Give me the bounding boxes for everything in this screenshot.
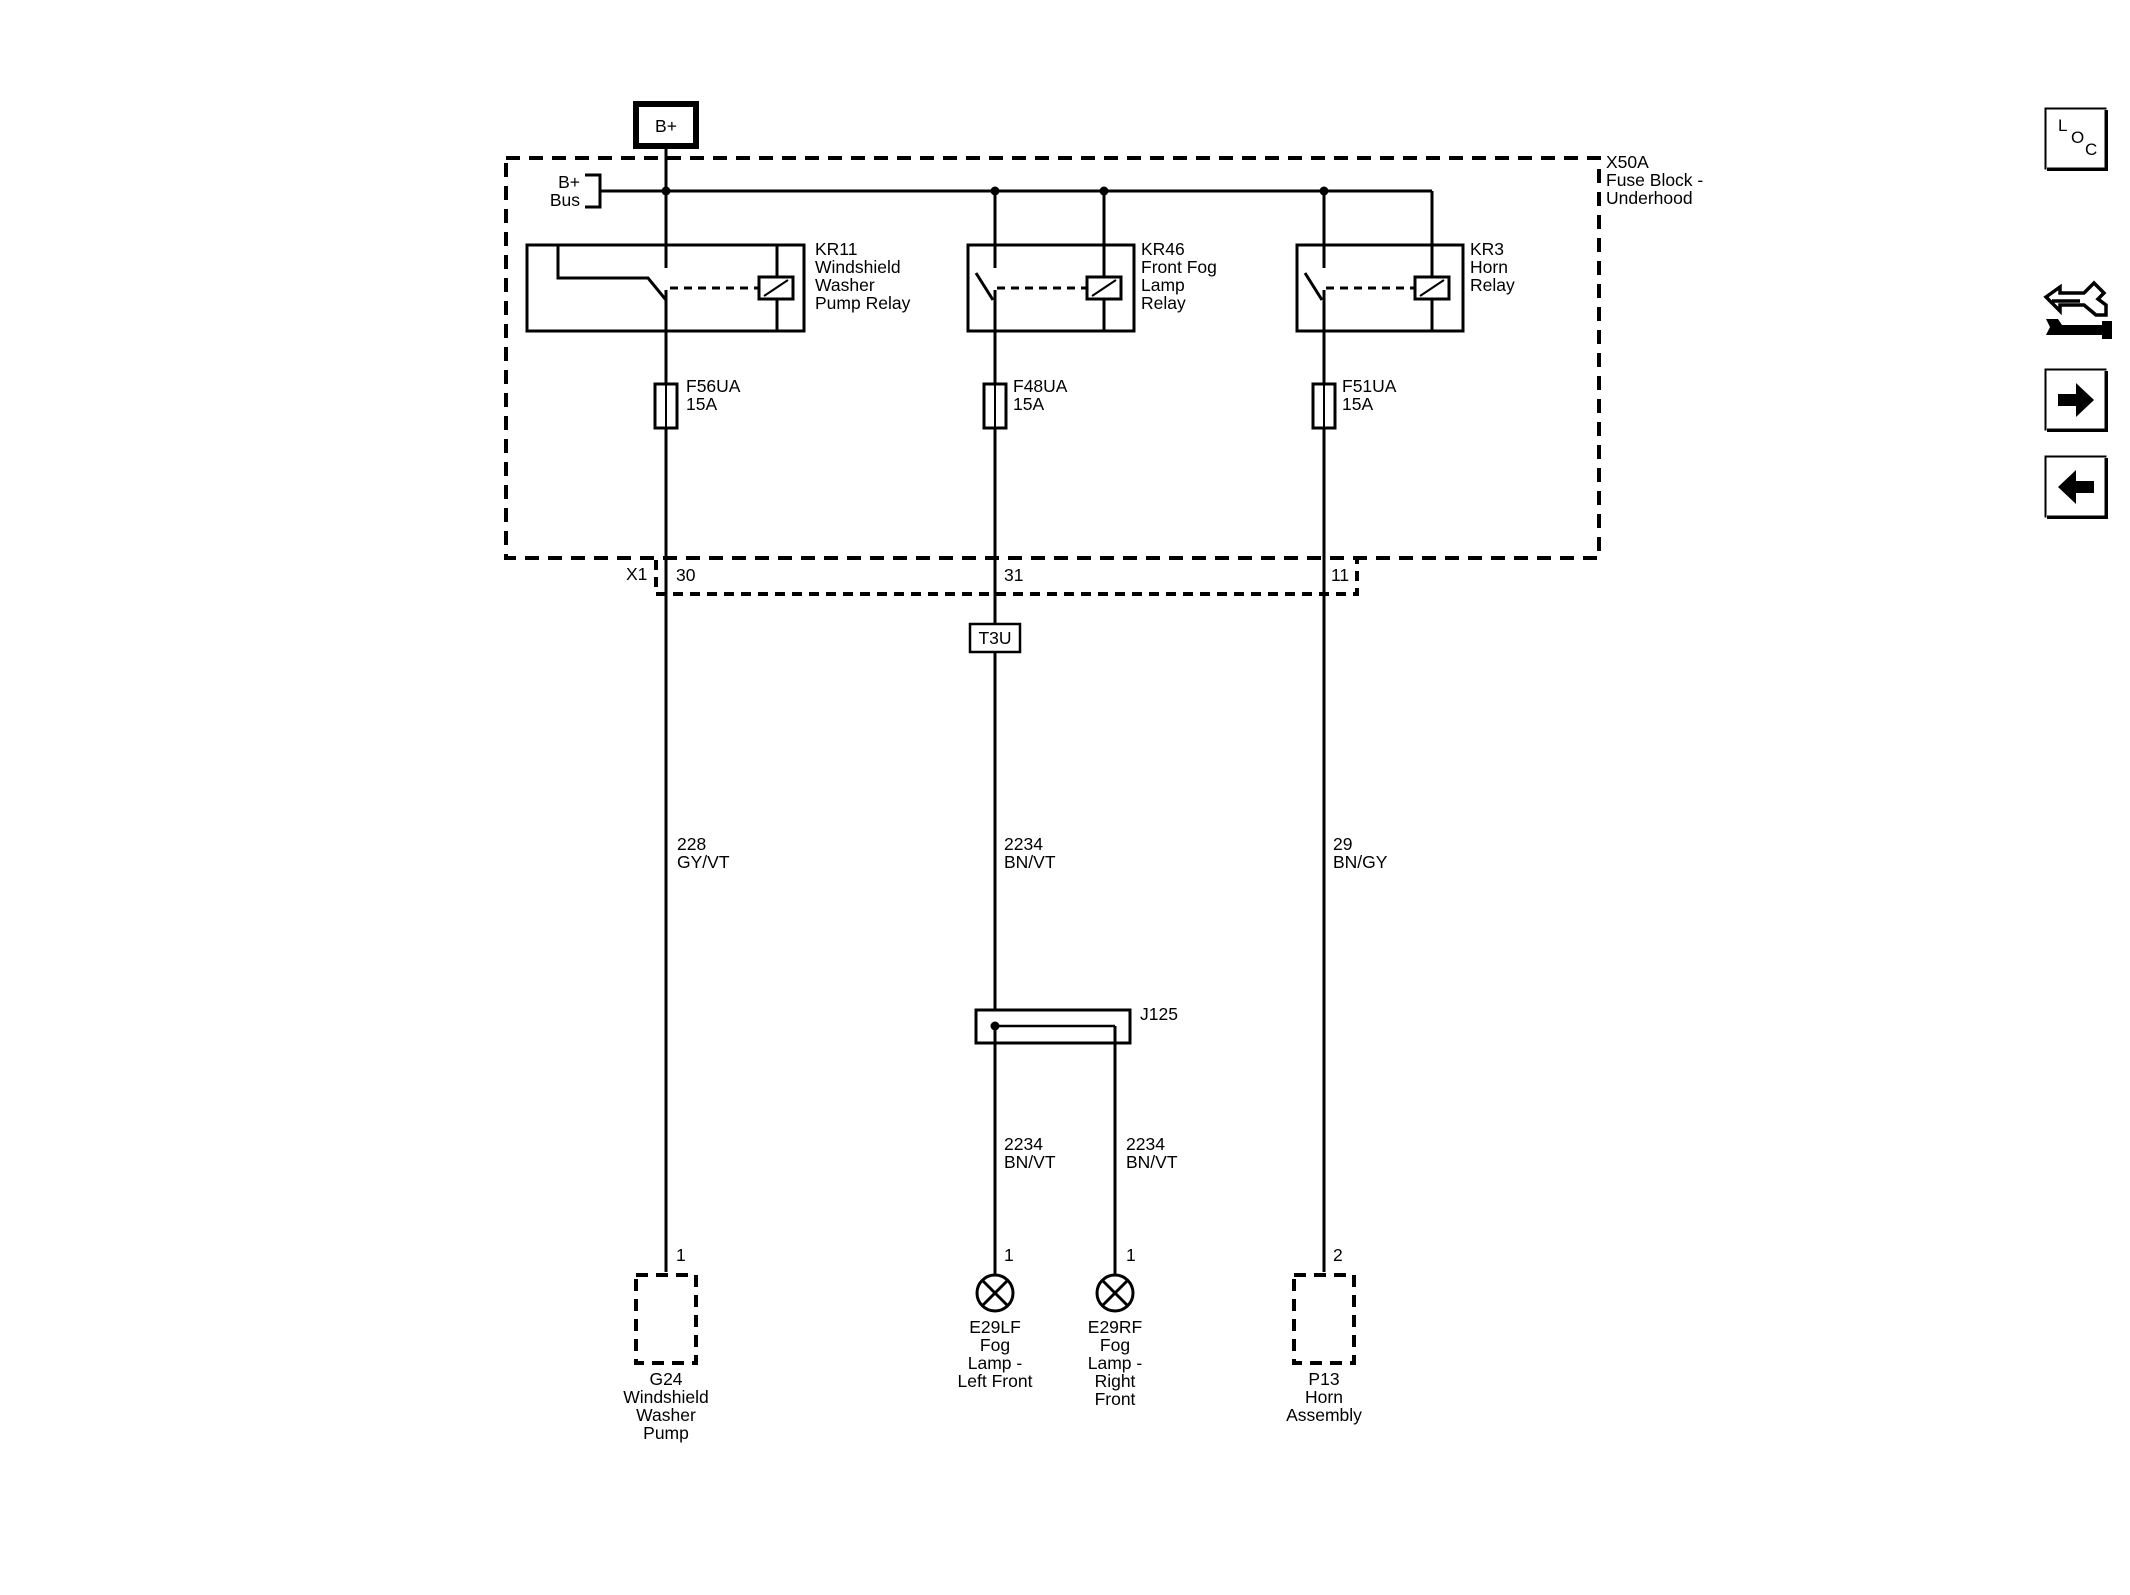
wire-2234-left-color: BN/VT	[1004, 1152, 1056, 1172]
kr11-switch-arm	[556, 245, 668, 301]
kr3-coil-slash	[1419, 279, 1445, 297]
fuse-block-name-1: Fuse Block -	[1606, 170, 1703, 190]
next-page-button[interactable]	[2044, 368, 2108, 432]
loc-letter-c: C	[2085, 140, 2098, 159]
e29lf-pin: 1	[1004, 1245, 1014, 1265]
fuse-f56ua-rating: 15A	[686, 394, 717, 414]
fuse-block-name-2: Underhood	[1606, 188, 1693, 208]
fuse-block-id: X50A	[1606, 152, 1649, 172]
arrow-right-icon	[2044, 368, 2108, 432]
junction-dot	[1099, 186, 1109, 196]
bus-bracket	[585, 173, 602, 209]
p13-label-3: Assembly	[1286, 1405, 1362, 1425]
e29lf-label-2: Fog	[980, 1335, 1010, 1355]
e29lf-label-4: Left Front	[958, 1371, 1033, 1391]
kr46-switch-blade	[974, 272, 995, 301]
x1-pin-30: 30	[676, 565, 696, 585]
kr11-id: KR11	[815, 239, 857, 259]
wire-228-circuit: 228	[677, 834, 706, 854]
wire-2234-right-color: BN/VT	[1126, 1152, 1178, 1172]
kr3-switch-blade	[1303, 272, 1324, 301]
g24-pin: 1	[676, 1245, 686, 1265]
diagnostic-tools-icon	[2043, 280, 2112, 339]
splice-j125-label: J125	[1140, 1004, 1178, 1024]
wire-2234-circuit: 2234	[1004, 834, 1043, 854]
p13-label-2: Horn	[1305, 1387, 1343, 1407]
kr3-l1: Horn	[1470, 257, 1508, 277]
g24-label-4: Pump	[643, 1423, 689, 1443]
locator-frame-icon	[2044, 107, 2108, 171]
fuse-block-outline	[504, 156, 1601, 560]
wire-29-circuit: 29	[1333, 834, 1352, 854]
junction-dot	[661, 186, 671, 196]
kr11-l3: Pump Relay	[815, 293, 911, 313]
kr11-l1: Windshield	[815, 257, 901, 277]
relay-kr3-box	[1295, 243, 1465, 333]
junction-dot	[990, 186, 1000, 196]
fuse-f56ua-id: F56UA	[686, 376, 741, 396]
x1-connector-label: X1	[626, 564, 647, 584]
kr3-id: KR3	[1470, 239, 1504, 259]
diagnostic-tools-button[interactable]	[2036, 275, 2116, 355]
kr46-l1: Front Fog	[1141, 257, 1217, 277]
e29lf-label-1: E29LF	[969, 1317, 1021, 1337]
fuse-f51ua-id: F51UA	[1342, 376, 1397, 396]
g24-label-1: G24	[649, 1369, 682, 1389]
splice-j125	[974, 1008, 1132, 1045]
fuse-f51ua-rating: 15A	[1342, 394, 1373, 414]
bus-label-line2: Bus	[550, 190, 580, 210]
kr11-coil-slash	[763, 279, 789, 297]
previous-page-button[interactable]	[2044, 455, 2108, 519]
e29rf-label-1: E29RF	[1088, 1317, 1142, 1337]
wire-228-color: GY/VT	[677, 852, 730, 872]
junction-dot	[990, 1021, 1000, 1031]
e29rf-pin: 1	[1126, 1245, 1136, 1265]
kr11-l2: Washer	[815, 275, 875, 295]
arrow-left-icon	[2044, 455, 2108, 519]
e29rf-label-3: Lamp -	[1088, 1353, 1143, 1373]
x1-connector-outline	[654, 560, 1359, 596]
relay-kr46-box	[966, 243, 1136, 333]
e29lf-label-3: Lamp -	[968, 1353, 1023, 1373]
wire-29-color: BN/GY	[1333, 852, 1388, 872]
wire-2234-left-circuit: 2234	[1004, 1134, 1043, 1154]
kr46-id: KR46	[1141, 239, 1185, 259]
p13-pin: 2	[1333, 1245, 1343, 1265]
wire-2234-right-circuit: 2234	[1126, 1134, 1165, 1154]
e29rf-fog-lamp-symbol	[1095, 1273, 1135, 1313]
x1-pin-31: 31	[1004, 565, 1023, 585]
fuse-f48ua-rating: 15A	[1013, 394, 1044, 414]
battery-b-plus-box	[633, 101, 699, 149]
bus-label-line1: B+	[558, 172, 580, 192]
kr46-l2: Lamp	[1141, 275, 1185, 295]
junction-dot	[1319, 186, 1329, 196]
loc-letter-o: O	[2071, 128, 2085, 147]
wire-2234-color: BN/VT	[1004, 852, 1056, 872]
kr3-l2: Relay	[1470, 275, 1515, 295]
t3u-label: T3U	[978, 628, 1011, 648]
g24-label-2: Windshield	[623, 1387, 709, 1407]
x1-pin-11: 11	[1331, 565, 1349, 585]
p13-label-1: P13	[1308, 1369, 1339, 1389]
fuse-f48ua-id: F48UA	[1013, 376, 1068, 396]
kr46-coil-slash	[1091, 279, 1117, 297]
g24-washer-pump	[634, 1273, 698, 1365]
p13-horn-assembly	[1292, 1273, 1356, 1365]
e29rf-label-5: Front	[1095, 1389, 1136, 1409]
battery-label: B+	[655, 116, 677, 136]
e29lf-fog-lamp-symbol	[975, 1273, 1015, 1313]
e29rf-label-2: Fog	[1100, 1335, 1130, 1355]
kr46-l3: Relay	[1141, 293, 1186, 313]
loc-letter-l: L	[2058, 116, 2068, 135]
component-locator-button[interactable]: L O C	[2044, 107, 2108, 171]
g24-label-3: Washer	[636, 1405, 696, 1425]
e29rf-label-4: Right	[1095, 1371, 1136, 1391]
